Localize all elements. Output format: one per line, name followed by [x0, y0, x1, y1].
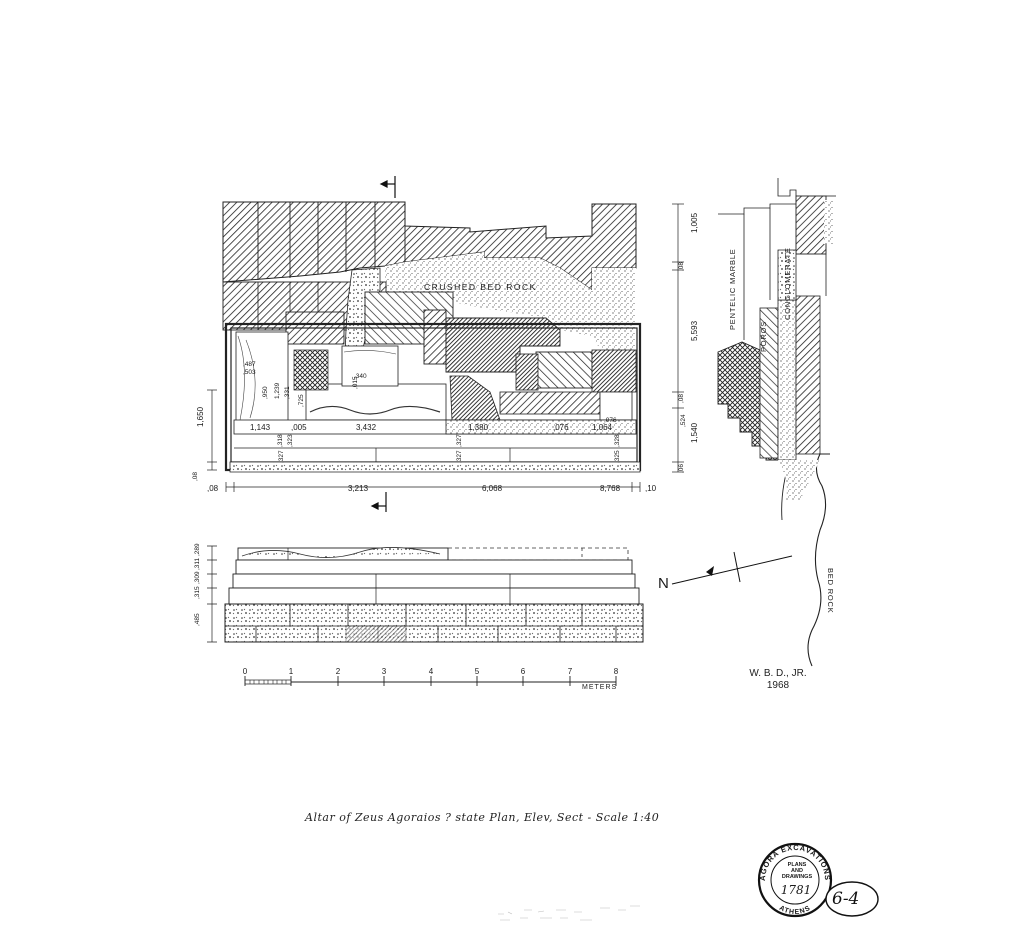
scale-tick-3: 3 [382, 667, 387, 676]
scale-tick-0: 0 [243, 667, 248, 676]
dim-right-524: ,524 [680, 414, 687, 427]
plan-view: CRUSHED BED ROCK [192, 176, 699, 512]
dim-1064: 1,064 [592, 423, 613, 432]
dim-503: ,503 [243, 369, 256, 376]
dim-327-c: ,327 [456, 450, 463, 463]
plan-dims-inner: ,487 ,503 ,950 1,239 ,331 ,725 ,015 ,340… [243, 361, 617, 424]
dim-3432: 3,432 [356, 423, 377, 432]
label-pentelic-marble: PENTELIC MARBLE [728, 248, 737, 330]
scale-tick-7: 7 [568, 667, 573, 676]
dim-under-3213: 3,213 [348, 484, 369, 493]
dim-under-08: ,08 [207, 484, 219, 493]
dim-076-b: ,076 [604, 417, 617, 424]
dim-right-08-a: ,08 [678, 262, 685, 271]
stamp-line-2: AND [791, 868, 803, 874]
stamp-bottom-text: ATHENS [778, 905, 811, 916]
scale-tick-6: 6 [521, 667, 526, 676]
dim-076: ,076 [553, 423, 569, 432]
plan-top-joints [257, 202, 406, 280]
plan-dims-bottom: 1,143 ,318 ,323 ,005 3,432 ,327 1,380 ,0… [250, 423, 621, 447]
dim-487: ,487 [243, 361, 256, 368]
north-arrow: N [658, 551, 793, 592]
dim-under-6068: 6,068 [482, 484, 503, 493]
label-crushed-bed-rock: CRUSHED BED ROCK [424, 282, 537, 292]
svg-text:ATHENS: ATHENS [778, 905, 812, 916]
label-poros: POROS [759, 321, 768, 352]
dim-elev-309: ,309 [194, 571, 201, 584]
scale-tick-4: 4 [429, 667, 434, 676]
dim-elev-311: ,311 [194, 557, 201, 570]
dim-under-8768: 8,768 [600, 484, 621, 493]
dim-elev-485: ,485 [194, 613, 201, 626]
dim-318: ,318 [277, 434, 284, 447]
dim-right-5593: 5,593 [690, 320, 699, 341]
sheet-number-oval [825, 881, 879, 917]
north-letter: N [658, 575, 669, 592]
scale-tick-1: 1 [289, 667, 294, 676]
section-view: PENTELIC MARBLE POROS CONGLOMERATE BED R… [717, 178, 836, 667]
plan-dims-lower: ,327 ,327 ,325 [278, 450, 621, 463]
dim-elev-315: ,315 [194, 586, 201, 599]
dim-elev-289: ,289 [194, 543, 201, 556]
dim-right-1005: 1,005 [690, 212, 699, 233]
scale-tick-2: 2 [336, 667, 341, 676]
dim-331: ,331 [284, 386, 291, 399]
elevation-view: ,289 ,311 ,309 ,315 ,485 [194, 543, 644, 643]
sheet-number: 6-4 [832, 889, 860, 909]
crushed-bedrock-area [385, 252, 636, 360]
dim-left-1650: 1,650 [196, 406, 205, 427]
scale-bar: 0 1 2 3 4 5 6 7 8 [243, 667, 619, 686]
dim-950: ,950 [262, 386, 269, 399]
dim-right-08-b: ,08 [678, 394, 685, 403]
stamp-line-3: DRAWINGS [782, 874, 813, 880]
plan-dims-right: 1,005 ,08 5,593 ,08 ,524 1,540 ,06 [678, 212, 699, 473]
agora-excavations-stamp: AGORA EXCAVATIONS ATHENS PLANS AND DRAWI… [758, 842, 833, 918]
stamp-number: 1781 [781, 883, 812, 897]
dim-323: ,323 [287, 434, 294, 447]
scale-tick-5: 5 [475, 667, 480, 676]
dim-1239: 1,239 [274, 382, 281, 399]
dim-005: ,005 [291, 423, 307, 432]
dim-325: ,325 [614, 450, 621, 463]
dim-right-1540: 1,540 [690, 422, 699, 443]
stamp-line-1: PLANS [788, 862, 807, 868]
dim-right-06: ,06 [678, 464, 685, 473]
section-arrow-top [379, 176, 396, 198]
elevation-dims-left: ,289 ,311 ,309 ,315 ,485 [194, 543, 201, 626]
dim-328: ,328 [614, 434, 621, 447]
plan-dims-under: ,08 3,213 6,068 8,768 ,10 [207, 484, 657, 493]
draftsman-credit: W. B. D., JR. 1968 [748, 668, 808, 692]
dim-under-10: ,10 [645, 484, 657, 493]
scale-unit: METERS [582, 684, 618, 691]
dim-left-08: ,08 [192, 472, 199, 481]
dim-1143: 1,143 [250, 423, 271, 432]
credit-author: W. B. D., JR. [749, 668, 807, 679]
dim-327-a: ,327 [456, 434, 463, 447]
credit-year: 1968 [766, 680, 790, 691]
pencil-marks [498, 905, 640, 921]
dim-1380: 1,380 [468, 423, 489, 432]
dim-327-b: ,327 [278, 450, 285, 463]
dim-725: ,725 [298, 394, 305, 407]
section-arrow-bottom [370, 492, 387, 512]
drawing-caption: Altar of Zeus Agoraios ? state Plan, Ele… [305, 811, 660, 824]
label-bed-rock: BED ROCK [826, 568, 835, 614]
scale-tick-8: 8 [614, 667, 619, 676]
label-conglomerate: CONGLOMERATE [783, 247, 792, 320]
dim-340: ,340 [354, 373, 367, 380]
dim-015: ,015 [352, 376, 359, 389]
